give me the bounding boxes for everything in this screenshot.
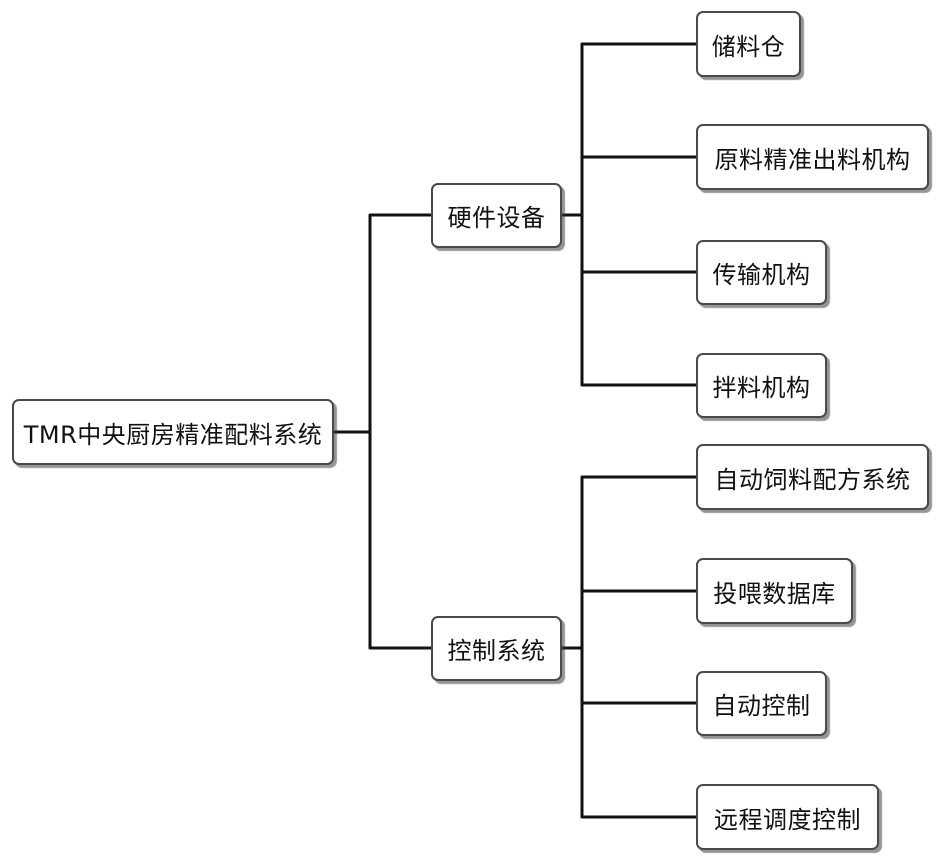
leaf-node-precise-discharge-mechanism: 原料精准出料机构 [696, 124, 929, 190]
leaf-node-mixing-mechanism: 拌料机构 [696, 353, 827, 418]
root-to-branch-connector [332, 213, 433, 650]
branch-node-hardware: 硬件设备 [431, 183, 562, 248]
root-node: TMR中央厨房精准配料系统 [12, 399, 334, 465]
leaf-node-automatic-control: 自动控制 [696, 671, 827, 736]
leaf-node-remote-dispatch-control: 远程调度控制 [696, 784, 879, 850]
control-to-children-connector [560, 475, 698, 819]
leaf-node-conveying-mechanism: 传输机构 [696, 240, 827, 305]
branch-node-control-system: 控制系统 [431, 616, 562, 681]
leaf-node-storage-bin: 储料仓 [696, 11, 801, 77]
leaf-node-auto-feed-formula-system: 自动饲料配方系统 [696, 444, 929, 510]
hardware-to-children-connector [560, 42, 698, 387]
leaf-node-feeding-database: 投喂数据库 [696, 558, 853, 624]
